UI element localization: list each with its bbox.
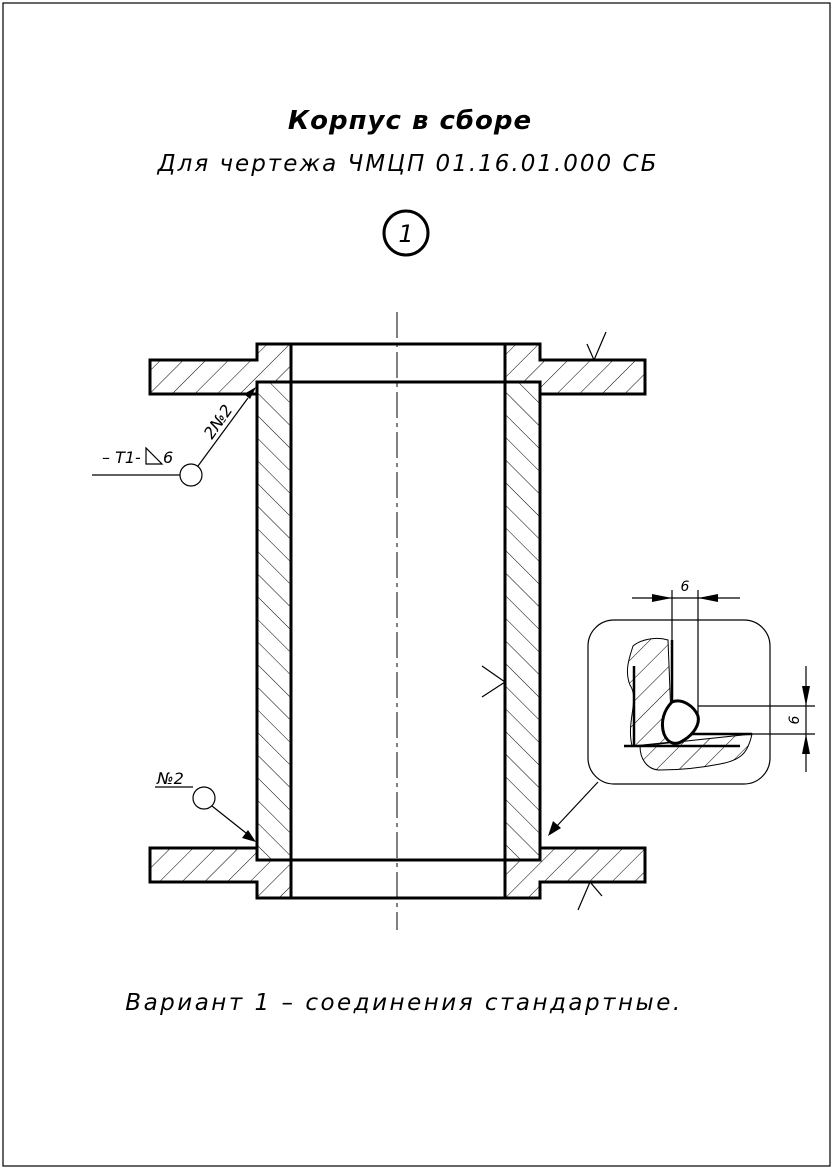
detail-dim-v-arrow-2: [802, 734, 810, 754]
drawing-caption: Вариант 1 – соединения стандартные.: [125, 990, 682, 1016]
detail-horizontal-plate: [639, 733, 753, 771]
weld-note-bottom-arrowhead: [242, 830, 256, 842]
drawing-title: Корпус в сборе: [288, 106, 532, 136]
fillet-weld-symbol: [145, 446, 164, 465]
weld-note-top-circle: [179, 463, 203, 487]
weld-note-top-leg: 6: [163, 448, 173, 467]
detail-dim-h-arrow-1: [652, 594, 672, 602]
detail-leader: [555, 781, 599, 828]
weld-note-bottom: №2: [155, 769, 256, 842]
detail-dim-v-arrow-1: [802, 686, 810, 706]
weld-note-bottom-text: №2: [156, 769, 184, 788]
detail-leader-arrowhead: [548, 821, 561, 836]
weld-note-top-arrowhead: [244, 387, 256, 399]
assembly-view: [148, 312, 647, 930]
detail-dim-vertical: 6: [787, 715, 803, 724]
weld-note-bottom-leader: [211, 805, 247, 834]
weld-note-top-text: – Т1-: [102, 448, 141, 467]
weld-note-bottom-circle: [192, 786, 216, 810]
weld-mark-inner: [481, 665, 507, 698]
weld-note-top-leader: [197, 397, 249, 467]
detail-dim-h-arrow-2: [698, 594, 718, 602]
detail-dim-horizontal: 6: [681, 579, 690, 595]
left-tube-wall: [255, 380, 293, 862]
weld-mark-bottom-right: [577, 880, 603, 911]
detail-vertical-plate: [627, 637, 673, 747]
right-tube-wall: [503, 380, 542, 862]
drawing-subtitle: Для чертежа ЧМЦП 01.16.01.000 СБ: [157, 151, 659, 177]
detail-weld-bead: [660, 699, 700, 745]
weld-detail-view: 6 6: [587, 579, 815, 785]
weld-mark-top-right: [586, 331, 607, 362]
weld-note-top: – Т1- 6 2№2: [92, 387, 256, 487]
position-circle: [382, 209, 430, 257]
position-number: 1: [398, 220, 413, 248]
